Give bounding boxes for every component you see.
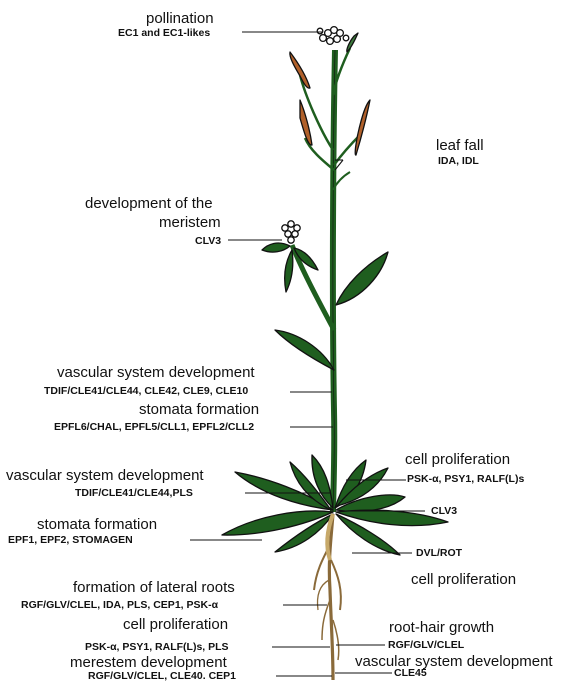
- label-merestem-dev: merestem development: [70, 655, 227, 670]
- label-tdif-2: TDIF/CLE41/CLE44,PLS: [75, 488, 193, 499]
- label-vasc-dev-3: vascular system development: [355, 654, 553, 669]
- label-lateral-roots: formation of lateral roots: [73, 580, 235, 595]
- label-root-hair: root-hair growth: [389, 620, 494, 635]
- label-psk-left: PSK-α, PSY1, RALF(L)s, PLS: [85, 642, 229, 653]
- label-vasc-dev-1: vascular system development: [57, 365, 255, 380]
- label-epf: EPF1, EPF2, STOMAGEN: [8, 535, 133, 546]
- label-rgf-right: RGF/GLV/CLEL: [388, 640, 464, 651]
- label-stomata-2: stomata formation: [37, 517, 157, 532]
- label-cell-prolif-1: cell proliferation: [405, 452, 510, 467]
- label-cell-prolif-3: cell proliferation: [123, 617, 228, 632]
- label-psk-right: PSK-α, PSY1, RALF(L)s: [407, 474, 524, 485]
- cauline-leaf: [275, 330, 334, 370]
- cauline-leaf: [336, 252, 388, 305]
- label-clv3-top: CLV3: [195, 236, 221, 247]
- label-rgf-2: RGF/GLV/CLEL, CLE40. CEP1: [88, 671, 236, 682]
- label-pollination: pollination: [146, 11, 214, 26]
- silique: [290, 52, 310, 88]
- label-ec1: EC1 and EC1-likes: [118, 28, 210, 39]
- side-branch: [292, 245, 334, 330]
- label-vasc-dev-2: vascular system development: [6, 468, 204, 483]
- silique: [355, 100, 370, 155]
- label-dvl-rot: DVL/ROT: [416, 548, 462, 559]
- branch-flowers: [282, 221, 300, 243]
- label-cell-prolif-2: cell proliferation: [411, 572, 516, 587]
- label-ida-idl: IDA, IDL: [438, 156, 479, 167]
- label-tdif-1: TDIF/CLE41/CLE44, CLE42, CLE9, CLE10: [44, 386, 248, 397]
- top-flowers: [317, 27, 349, 45]
- label-cle45: CLE45: [394, 668, 427, 679]
- label-dev-meristem-2: meristem: [159, 215, 221, 230]
- label-clv3-right: CLV3: [431, 506, 457, 517]
- label-epfl: EPFL6/CHAL, EPFL5/CLL1, EPFL2/CLL2: [54, 422, 254, 433]
- label-dev-meristem-1: development of the: [85, 196, 213, 211]
- label-rgf-1: RGF/GLV/CLEL, IDA, PLS, CEP1, PSK-α: [21, 600, 218, 611]
- label-stomata-1: stomata formation: [139, 402, 259, 417]
- label-leaf-fall: leaf fall: [436, 138, 484, 153]
